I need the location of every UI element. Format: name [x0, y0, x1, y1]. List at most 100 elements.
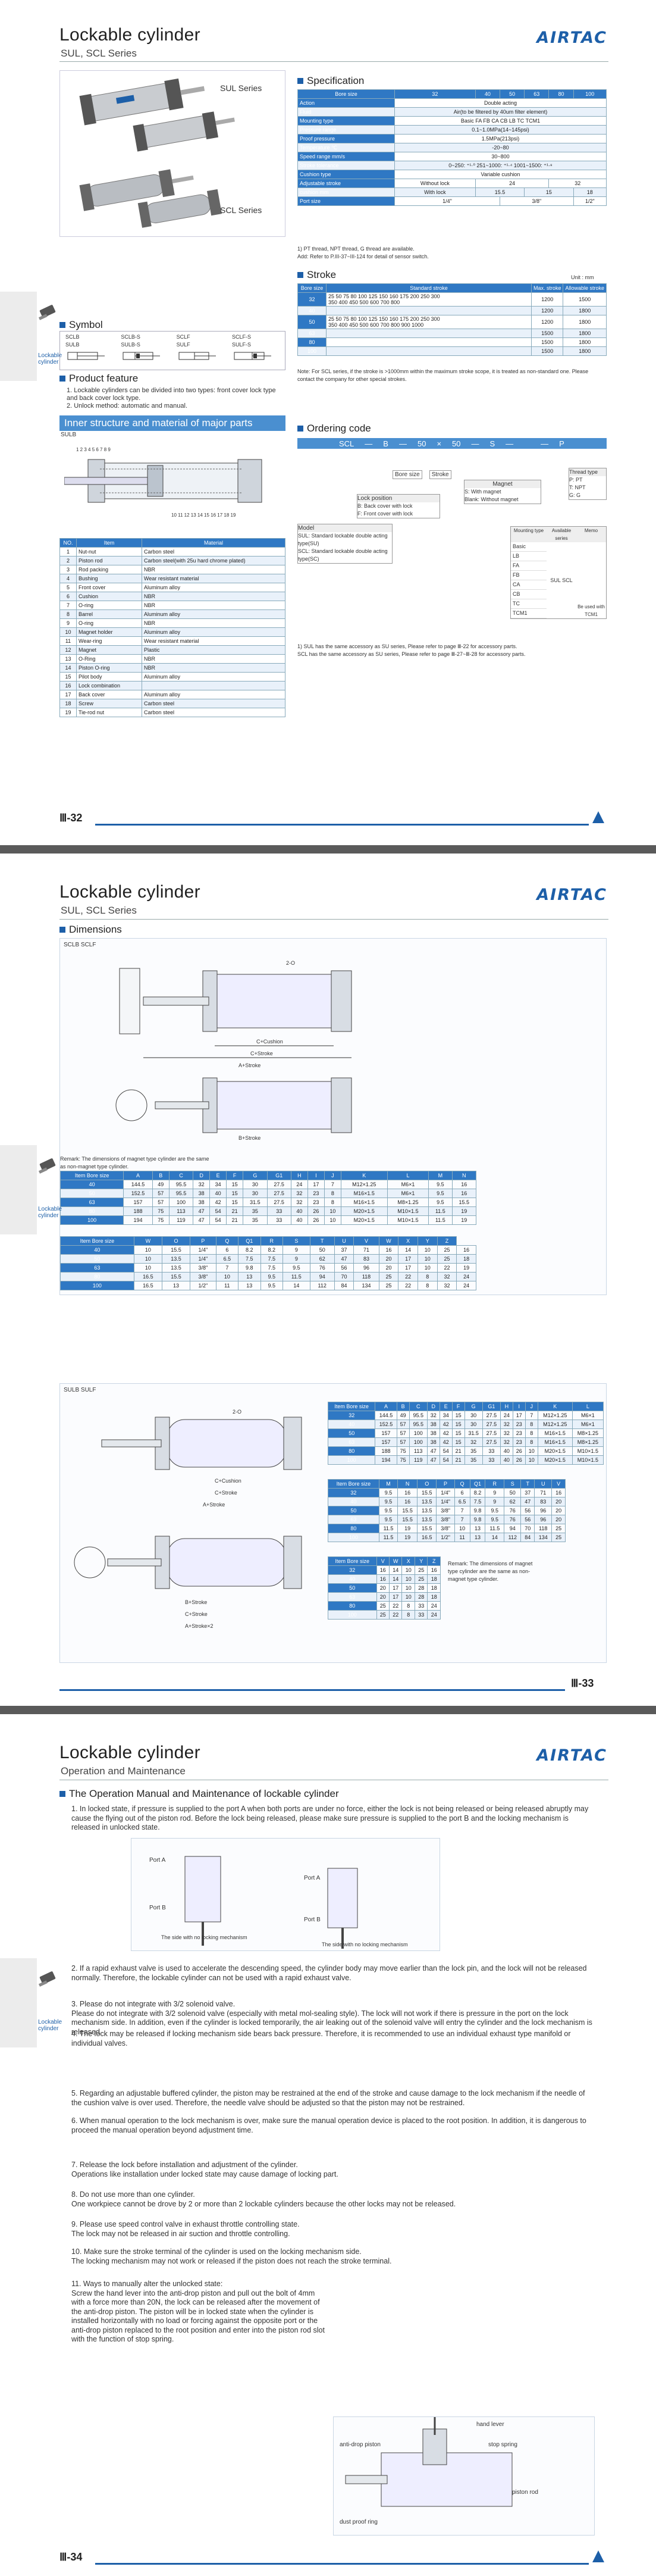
airtac-triangle-icon: [592, 811, 604, 823]
column-header: S: [504, 1479, 522, 1489]
table-cell: 3/8": [436, 1515, 455, 1524]
table-cell: 16: [378, 1245, 399, 1255]
airtac-triangle-icon: [592, 2550, 604, 2562]
table-cell: 32: [464, 1437, 483, 1447]
table-cell: 1/2": [573, 196, 607, 206]
catalog-page-1: Lockable cylinder SUL, SCL Series AIRTAC…: [0, 0, 656, 845]
table-cell: 9.5: [428, 1189, 453, 1198]
row-header-cell: 32: [328, 1488, 379, 1498]
table-cell: 10: [525, 1446, 538, 1456]
column-header: R: [260, 1236, 283, 1246]
table-cell: 1/4": [394, 196, 501, 206]
row-header-cell: 63: [328, 1515, 379, 1524]
table-cell: 47: [193, 1206, 211, 1216]
table-cell: 18: [573, 187, 607, 197]
column-header: Z: [437, 1236, 457, 1246]
table-cell: M10×1.5: [387, 1206, 429, 1216]
svg-text:B+Stroke: B+Stroke: [185, 1599, 207, 1605]
table-cell: 21: [451, 1446, 465, 1456]
table-cell: 13.5: [416, 1506, 437, 1515]
table-cell: 9.5: [485, 1506, 505, 1515]
table-cell: 15: [451, 1420, 465, 1429]
table-cell: Air(to be filtered by 40um filter elemen…: [394, 107, 607, 117]
table-cell: 9.5: [378, 1515, 398, 1524]
table-cell: 24: [500, 1411, 513, 1420]
instruction-item: 1. In locked state, if pressure is suppl…: [71, 1805, 589, 1831]
table-cell: 76: [504, 1506, 522, 1515]
svg-text:A+Stroke×2: A+Stroke×2: [185, 1623, 214, 1629]
column-header: Q1: [469, 1479, 486, 1489]
table-cell: 32: [437, 1272, 457, 1281]
table-cell: 20: [378, 1254, 399, 1264]
scl-dimension-panel: SCLB SCLF 2-O C+Cushion C+Stroke A+Strok…: [59, 938, 607, 1295]
mount-header: Mounting type Available series Memo: [511, 527, 606, 542]
table-cell: 11: [59, 636, 77, 646]
table-cell: 23: [512, 1420, 526, 1429]
table-cell: 1.5MPa(213psi): [394, 134, 607, 143]
panel-label: SULB SULF: [64, 1387, 96, 1393]
table-cell: 1/2": [190, 1281, 216, 1290]
footer-rule: [95, 824, 589, 826]
table-cell: NBR: [142, 601, 285, 610]
table-cell: 1/4": [190, 1254, 216, 1264]
table-cell: 19: [397, 1533, 418, 1542]
table-cell: 9.8: [238, 1263, 261, 1273]
table-cell: 9: [282, 1254, 310, 1264]
table-cell: 11: [454, 1533, 470, 1542]
table-cell: 71: [534, 1488, 553, 1498]
row-header-cell: 100: [59, 1215, 124, 1225]
feature-list: 1. Lockable cylinders can be divided int…: [59, 387, 285, 410]
table-cell: 56: [520, 1515, 535, 1524]
row-header-cell: Mounting type: [297, 116, 395, 126]
table-cell: Basic FA FB CA CB LB TC TCM1: [394, 116, 607, 126]
row-header-cell: 40: [328, 1574, 377, 1584]
table-cell: O-ring: [76, 601, 142, 610]
table-cell: 15: [451, 1411, 465, 1420]
table-cell: 19: [451, 1215, 477, 1225]
table-cell: 17: [307, 1180, 325, 1189]
column-header: K: [537, 1402, 573, 1411]
svg-text:C+Stroke: C+Stroke: [215, 1490, 237, 1496]
instruction-item: 7. Release the lock before installation …: [71, 2161, 338, 2178]
table-cell: 17: [388, 1583, 403, 1593]
column-header: E: [439, 1402, 453, 1411]
page-separator: [0, 1706, 656, 1714]
row-header-cell: 40: [327, 1420, 376, 1429]
table-cell: 38: [193, 1189, 211, 1198]
table-cell: 1/4": [436, 1488, 455, 1498]
table-cell: 10: [401, 1574, 415, 1584]
table-cell: 40: [290, 1215, 308, 1225]
column-header: C: [168, 1171, 194, 1180]
table-cell: 13.5: [416, 1497, 437, 1506]
table-cell: NBR: [142, 618, 285, 628]
column-header: G1: [482, 1402, 501, 1411]
ordering-model-box: Model SUL: Standard lockable double acti…: [297, 524, 393, 564]
table-cell: 57: [396, 1437, 410, 1447]
table-cell: Pilot body: [76, 672, 142, 681]
column-header: D: [193, 1171, 211, 1180]
table-cell: 1/4": [436, 1497, 455, 1506]
pneumatic-symbol-icon: [123, 352, 161, 360]
table-cell: Nut-nut: [76, 547, 142, 557]
svg-text:10 11 12 13 14 15 16 17 18 19: 10 11 12 13 14 15 16 17 18 19: [171, 512, 236, 518]
row-header-cell: 63: [327, 1437, 376, 1447]
table-cell: [326, 337, 532, 347]
instruction-item: 11. Ways to manually alter the unlocked …: [71, 2280, 325, 2343]
table-cell: 10: [417, 1263, 438, 1273]
table-cell: [326, 346, 532, 356]
stroke-table: Bore size Standard stroke Max. stroke Al…: [297, 283, 607, 356]
table-cell: 15: [524, 187, 574, 197]
table-cell: Piston O-ring: [76, 663, 142, 673]
ordering-magnet-box: Magnet S: With magnet Blank: Without mag…: [464, 480, 541, 504]
table-cell: 54: [439, 1455, 453, 1465]
instruction-item: 5. Regarding an adjustable buffered cyli…: [71, 2089, 585, 2107]
